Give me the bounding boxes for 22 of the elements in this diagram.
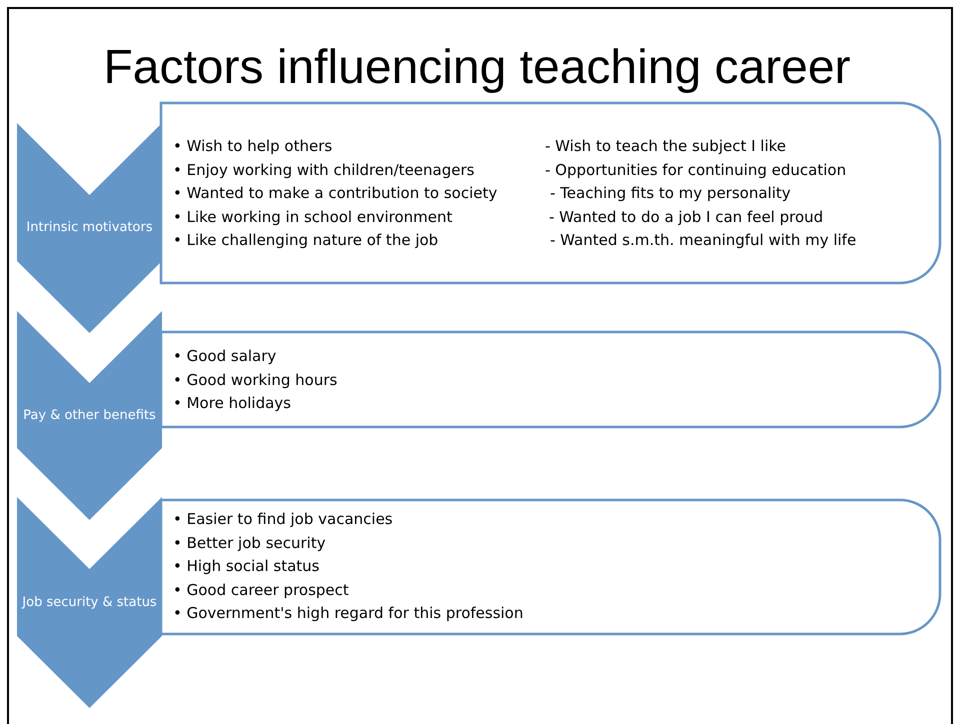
list-item: • Enjoy working with children/teenagers xyxy=(173,160,474,178)
list-item: - Wish to teach the subject I like xyxy=(545,137,786,155)
list-item: - Opportunities for continuing education xyxy=(545,160,846,178)
title: Factors influencing teaching career xyxy=(102,40,852,95)
list-item: • Like challenging nature of the job xyxy=(173,231,438,249)
list-item: • Easier to find job vacancies xyxy=(173,510,393,528)
list-item: • High social status xyxy=(173,557,320,575)
list-item: • Like working in school environment xyxy=(173,208,452,226)
list-item: • Good working hours xyxy=(173,370,338,388)
category-label: Pay & other benefits xyxy=(22,408,157,422)
category-label: Job security & status xyxy=(20,594,158,610)
list-item: - Teaching fits to my personality xyxy=(550,184,791,202)
list-item: - Wanted to do a job I can feel proud xyxy=(549,208,824,226)
list-item: • Wish to help others xyxy=(173,137,332,155)
list-item: • Government's high regard for this profession xyxy=(173,604,524,622)
list-item: • Good salary xyxy=(173,347,276,365)
list-item: • More holidays xyxy=(173,394,291,412)
list-item: • Better job security xyxy=(173,534,326,552)
list-item: • Good career prospect xyxy=(173,580,349,598)
category-label: Intrinsic motivators xyxy=(25,220,154,235)
list-item: - Wanted s.m.th. meaningful with my life xyxy=(550,231,856,249)
list-item: • Wanted to make a contribution to society xyxy=(173,184,498,202)
